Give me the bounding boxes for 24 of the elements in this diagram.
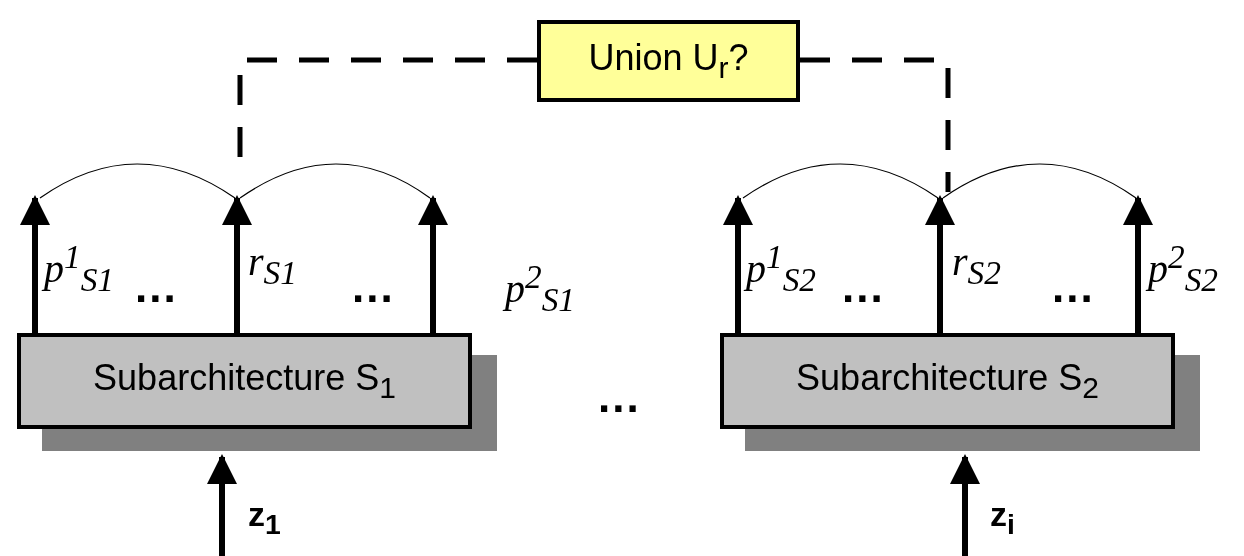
- ellipsis: ...: [842, 262, 885, 312]
- process-box: [17, 333, 472, 429]
- arrow: [20, 195, 50, 333]
- arrow: [222, 195, 252, 333]
- edge-label: z$_{i}$: [990, 495, 1015, 541]
- arrow: [1123, 195, 1153, 333]
- arrow: [925, 195, 955, 333]
- arrow: [723, 195, 753, 333]
- ellipsis: ...: [1052, 262, 1095, 312]
- edge-label: r$_{S2}$: [952, 238, 1001, 292]
- node-label: Union U$_{r}$?: [588, 36, 749, 86]
- ellipsis: ...: [352, 262, 395, 312]
- node-label: Subarchitecture S$_{1}$: [93, 356, 396, 406]
- node-label: Subarchitecture S$_{2}$: [796, 356, 1099, 406]
- dashed-line: [800, 57, 951, 192]
- process-box: [720, 333, 1175, 429]
- arrow: [950, 454, 980, 556]
- edge-label: r$_{S1}$: [248, 238, 297, 292]
- ellipsis: ...: [135, 262, 178, 312]
- process-box: [537, 20, 800, 102]
- arrow: [207, 454, 237, 556]
- edge-label: z$_{1}$: [248, 495, 281, 541]
- ellipsis: ...: [598, 372, 641, 422]
- arrow: [418, 195, 448, 333]
